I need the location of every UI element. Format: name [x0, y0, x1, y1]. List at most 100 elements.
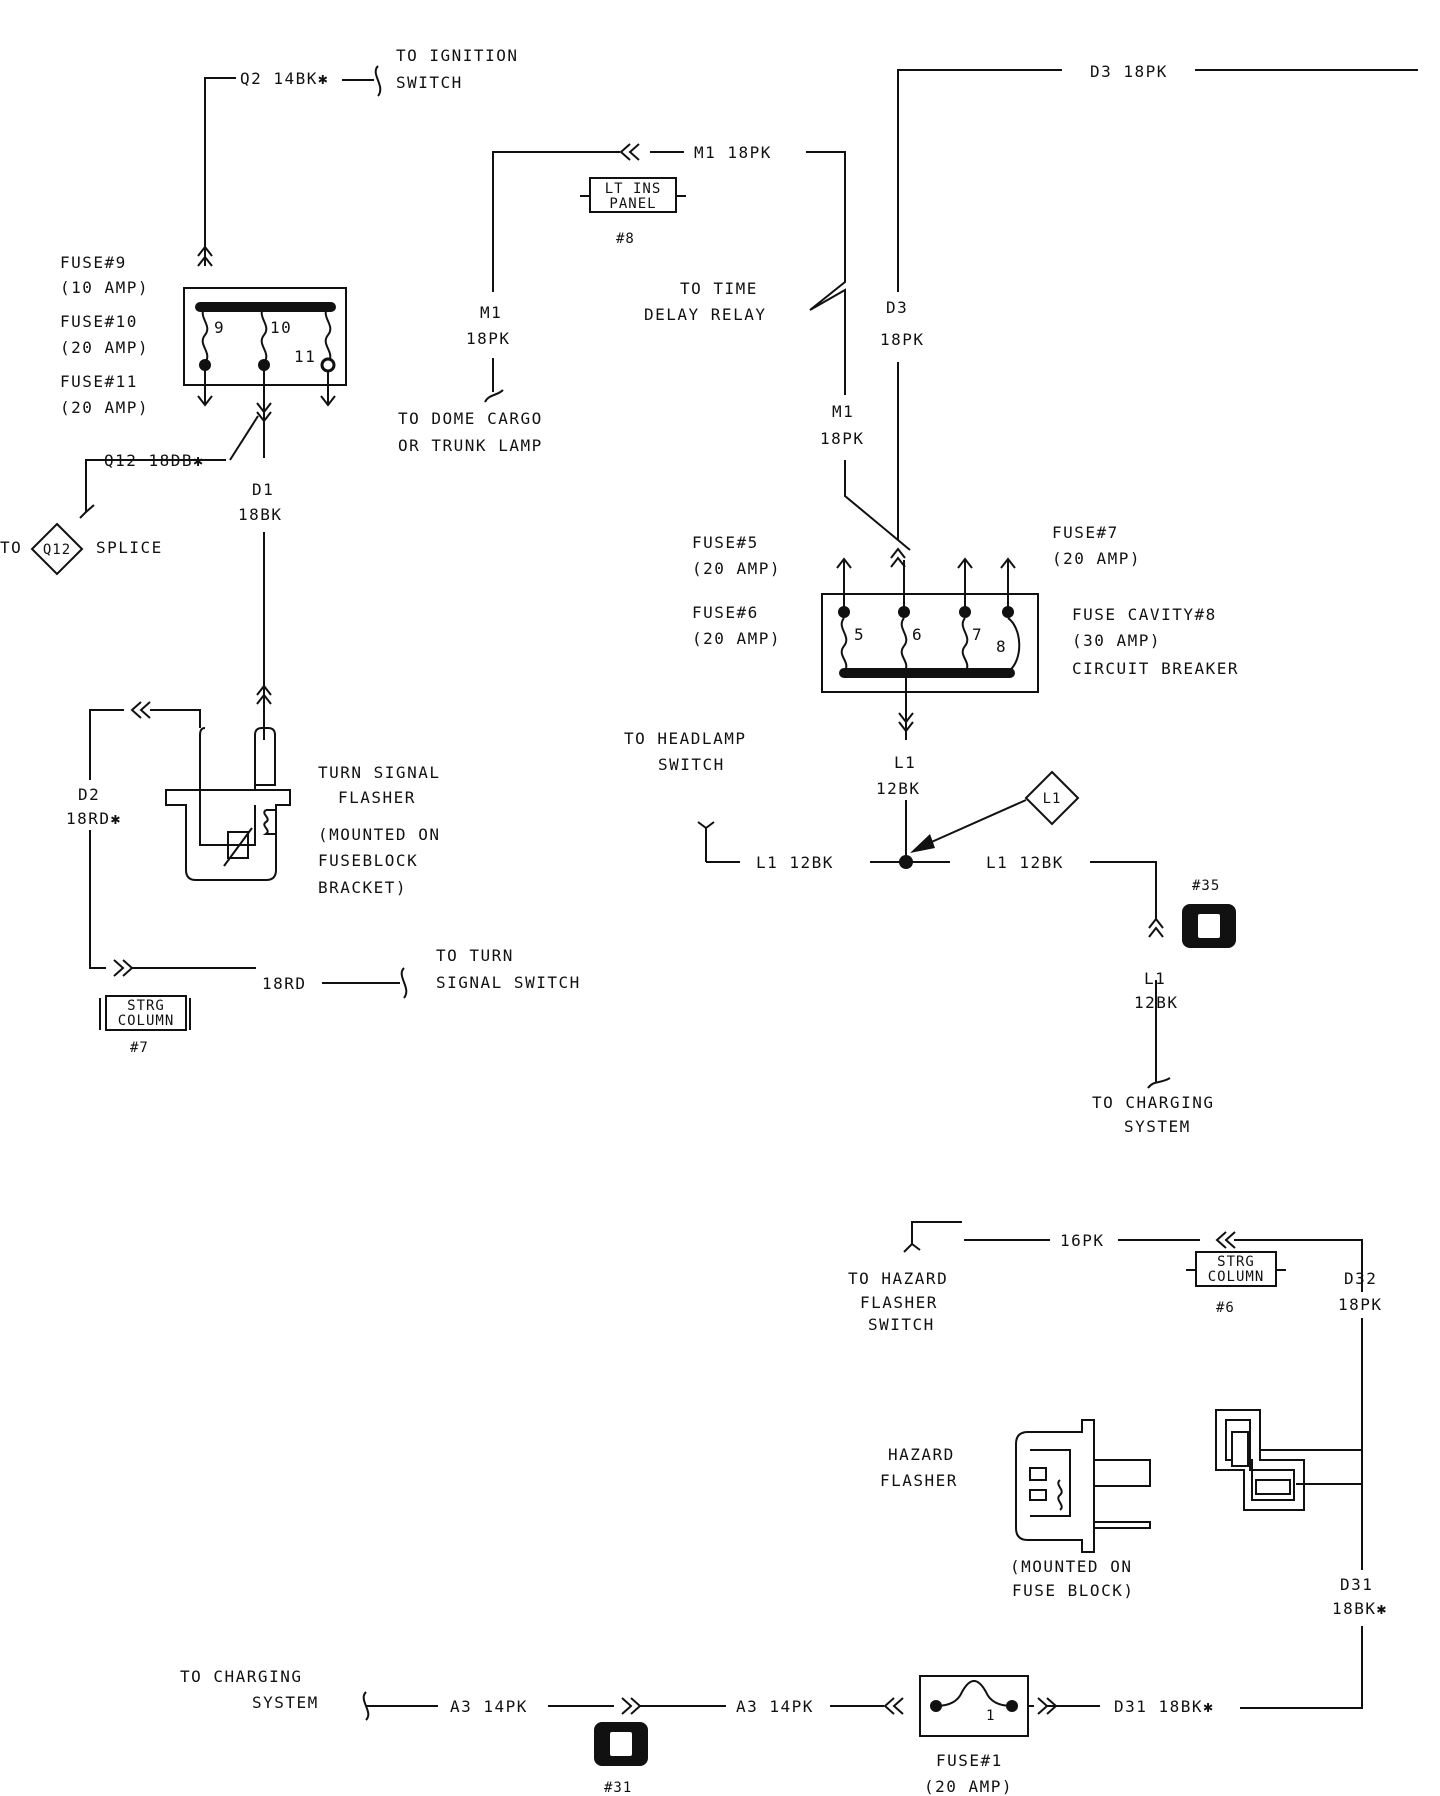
- fuse9-label: FUSE#9: [60, 253, 127, 272]
- fuse5-label: FUSE#5: [692, 533, 759, 552]
- wire-m1-left-label: M1: [480, 303, 502, 322]
- wire-d3-label: D3: [886, 298, 908, 317]
- hazard-flasher-label-1: HAZARD: [888, 1445, 955, 1464]
- lt-ins-label-1: LT INS: [605, 181, 662, 197]
- fuse-block-5-8: 5 6 7 8 FUSE#5 (20 AMP) FUSE#6 (20 AMP) …: [692, 523, 1239, 740]
- hazard-flasher: [1015, 1419, 1151, 1553]
- wire-l1-lo-gauge: 12BK: [1134, 993, 1179, 1012]
- fuse9-amp: (10 AMP): [60, 278, 149, 297]
- wire-a3: TO CHARGING SYSTEM A3 14PK A3 14PK 1 D31…: [180, 1667, 1214, 1796]
- wire-d31-label: D31: [1340, 1575, 1373, 1594]
- to-dome-label-2: OR TRUNK LAMP: [398, 436, 543, 455]
- wire-l1-lo-label: L1: [1144, 969, 1166, 988]
- wire-d31-bottom-label: D31 18BK✱: [1114, 1697, 1214, 1716]
- hazard-mount-label-1: (MOUNTED ON: [1010, 1557, 1132, 1576]
- fuse-number-5: 5: [854, 625, 865, 644]
- fuse7-amp: (20 AMP): [1052, 549, 1141, 568]
- to-charging-l-label-1: TO CHARGING: [180, 1667, 302, 1686]
- hazard-mount-label-2: FUSE BLOCK): [1012, 1581, 1134, 1600]
- fuse1-amp: (20 AMP): [924, 1777, 1013, 1796]
- connector-31-label: #31: [604, 1780, 632, 1796]
- fuse6-label: FUSE#6: [692, 603, 759, 622]
- hazard-flasher-label-2: FLASHER: [880, 1471, 958, 1490]
- fuse-number-1: 1: [986, 1708, 995, 1724]
- wire-l1-gauge: 12BK: [876, 779, 921, 798]
- wire-a3-right-label: A3 14PK: [736, 1697, 814, 1716]
- turn-signal-flasher: TURN SIGNAL FLASHER (MOUNTED ON FUSEBLOC…: [165, 727, 440, 897]
- wire-m1-left-gauge: 18PK: [466, 329, 511, 348]
- cavity8-label-2: (30 AMP): [1072, 631, 1161, 650]
- connector-6-label: #6: [1216, 1300, 1235, 1316]
- splice-q12-diamond: [30, 522, 84, 576]
- strg6-label-2: COLUMN: [1208, 1269, 1265, 1285]
- to-hazard-label-3: SWITCH: [868, 1315, 935, 1334]
- wire-d3: D3 18PK D3 18PK: [880, 62, 1418, 568]
- wire-d1-label: D1: [252, 480, 274, 499]
- wire-m1: M1 18PK LT INS PANEL #8 M1 18PK TO DOME …: [398, 143, 911, 551]
- wire-q12: Q12 18DB✱ TO Q12 SPLICE: [0, 415, 259, 576]
- wire-l1: TO HEADLAMP SWITCH L1 12BK L1 12BK L1 12…: [624, 729, 1236, 1136]
- wire-d2-gauge: 18RD✱: [66, 809, 122, 828]
- wire-m1-mid-gauge: 18PK: [820, 429, 865, 448]
- wire-d32-label: D32: [1344, 1269, 1377, 1288]
- wire-d2: D2 18RD✱ 18RD TO TURN SIGNAL SWITCH STRG…: [66, 701, 579, 1056]
- to-q12-to: TO: [0, 538, 22, 557]
- turn-flasher-label-3: (MOUNTED ON: [318, 825, 440, 844]
- turn-flasher-label-1: TURN SIGNAL: [318, 763, 440, 782]
- turn-flasher-label-2: FLASHER: [338, 788, 416, 807]
- to-dome-label-1: TO DOME CARGO: [398, 409, 543, 428]
- fuse10-amp: (20 AMP): [60, 338, 149, 357]
- fuse6-amp: (20 AMP): [692, 629, 781, 648]
- wire-d32-gauge: 18PK: [1338, 1295, 1383, 1314]
- cavity8-label-1: FUSE CAVITY#8: [1072, 605, 1217, 624]
- splice-l1-diamond: [1024, 770, 1080, 826]
- to-ignition-label-2: SWITCH: [396, 73, 463, 92]
- wire-rd-label: 18RD: [262, 974, 307, 993]
- to-turn-label-1: TO TURN: [436, 946, 514, 965]
- to-headlamp-label-2: SWITCH: [658, 755, 725, 774]
- lt-ins-label-2: PANEL: [609, 196, 656, 212]
- fuse-number-10: 10: [270, 318, 292, 337]
- to-charging-r-label-1: TO CHARGING: [1092, 1093, 1214, 1112]
- wire-l1-label: L1: [894, 753, 916, 772]
- to-time-label-2: DELAY RELAY: [644, 305, 766, 324]
- to-q12-splice: SPLICE: [96, 538, 163, 557]
- fuse7-label: FUSE#7: [1052, 523, 1119, 542]
- wire-m1-mid-label: M1: [832, 402, 854, 421]
- turn-flasher-label-5: BRACKET): [318, 878, 407, 897]
- wire-d1: D1 18BK: [238, 421, 283, 740]
- fuse-number-7: 7: [972, 625, 983, 644]
- lt-ins-panel-box: [589, 177, 677, 213]
- cavity8-label-3: CIRCUIT BREAKER: [1072, 659, 1239, 678]
- wire-16pk-label: 16PK: [1060, 1231, 1105, 1250]
- fuse11-amp: (20 AMP): [60, 398, 149, 417]
- wire-a3-left-label: A3 14PK: [450, 1697, 528, 1716]
- to-headlamp-label-1: TO HEADLAMP: [624, 729, 746, 748]
- fuse-number-8: 8: [996, 637, 1007, 656]
- fuse-number-11: 11: [294, 347, 316, 366]
- strg7-label-2: COLUMN: [118, 1013, 175, 1029]
- splice-l1-tag: L1: [1043, 791, 1062, 807]
- to-hazard-label-2: FLASHER: [860, 1293, 938, 1312]
- to-hazard-label-1: TO HAZARD: [848, 1269, 948, 1288]
- connector-7-label: #7: [130, 1040, 149, 1056]
- splice-q12-tag: Q12: [43, 542, 71, 558]
- strg7-label-1: STRG: [127, 998, 165, 1014]
- fuse5-amp: (20 AMP): [692, 559, 781, 578]
- fuse10-label: FUSE#10: [60, 312, 138, 331]
- hazard-connector: [1215, 1409, 1305, 1511]
- wire-d31-gauge: 18BK✱: [1332, 1599, 1388, 1618]
- wire-l1-left-label: L1 12BK: [756, 853, 834, 872]
- turn-flasher-label-4: FUSEBLOCK: [318, 851, 418, 870]
- to-charging-l-label-2: SYSTEM: [252, 1693, 319, 1712]
- fuse11-label: FUSE#11: [60, 372, 138, 391]
- hazard-section: 16PK TO HAZARD FLASHER SWITCH STRG COLUM…: [848, 1221, 1388, 1709]
- wire-d1-gauge: 18BK: [238, 505, 283, 524]
- connector-35-label: #35: [1192, 878, 1220, 894]
- wire-m1-top-label: M1 18PK: [694, 143, 772, 162]
- to-charging-r-label-2: SYSTEM: [1124, 1117, 1191, 1136]
- wire-l1-right-label: L1 12BK: [986, 853, 1064, 872]
- fuse1-label: FUSE#1: [936, 1751, 1003, 1770]
- fuse-number-9: 9: [214, 318, 225, 337]
